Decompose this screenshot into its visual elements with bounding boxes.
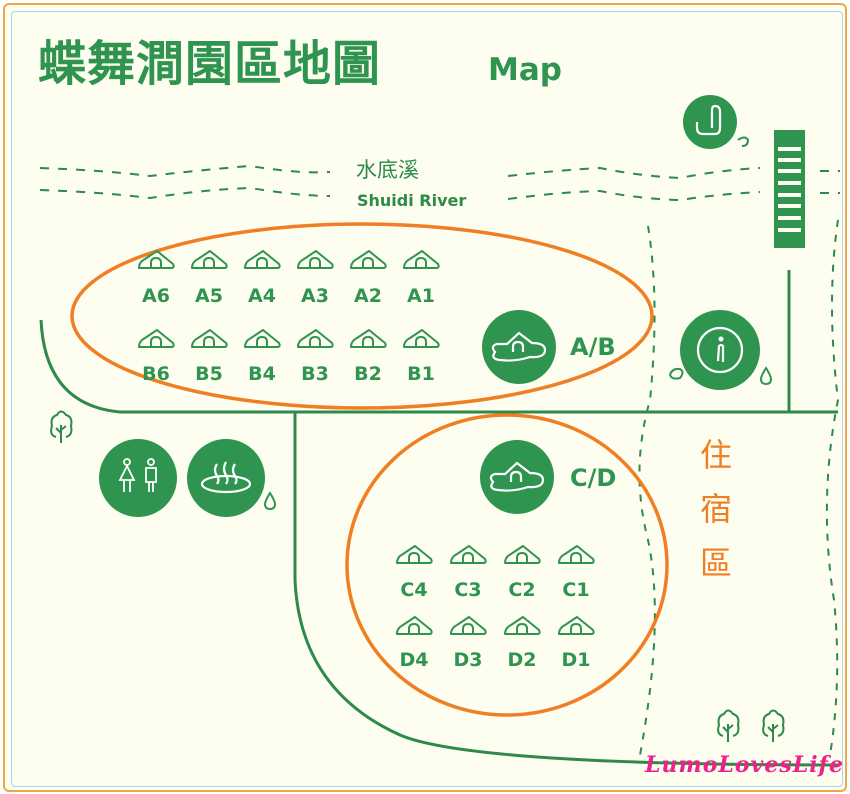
campsite-A4[interactable]: A4 (248, 285, 276, 307)
campsite-B4[interactable]: B4 (248, 363, 276, 385)
campsite-B2[interactable]: B2 (354, 363, 382, 385)
campsite-A5[interactable]: A5 (195, 285, 223, 307)
lodging-area-label: 住 宿 區 (696, 428, 736, 590)
campsite-B3[interactable]: B3 (301, 363, 329, 385)
restroom-icon (99, 439, 177, 517)
campsite-A1[interactable]: A1 (407, 285, 435, 307)
watermark: LumoLovesLife (645, 752, 845, 778)
campsite-C1[interactable]: C1 (562, 579, 590, 601)
camping-zone-cd-icon (480, 440, 554, 514)
lodging-char: 宿 (699, 490, 732, 528)
zone-cd-highlight (345, 413, 669, 717)
river-name-zh: 水底溪 (356, 158, 419, 182)
shower-icon (668, 310, 772, 390)
campsite-B6[interactable]: B6 (142, 363, 170, 385)
campsite-C2[interactable]: C2 (508, 579, 536, 601)
campsite-A2[interactable]: A2 (354, 285, 382, 307)
tree-icon (762, 709, 785, 743)
tree-icon (50, 410, 73, 444)
campsite-D3[interactable]: D3 (453, 649, 483, 671)
river-lines (39, 164, 840, 202)
tree-icon (717, 709, 740, 743)
campsite-B1[interactable]: B1 (407, 363, 435, 385)
river-name-en: Shuidi River (357, 191, 467, 210)
hot-spring-icon (187, 439, 276, 517)
stairs-icon (774, 130, 805, 248)
zone-ab-tents (138, 250, 440, 348)
trail-lines (39, 270, 839, 767)
lodging-char: 住 (699, 436, 732, 474)
zone-ab-highlight (70, 222, 654, 410)
lodging-char: 區 (699, 544, 732, 582)
sink-icon (683, 95, 750, 149)
camping-zone-ab-icon (482, 310, 556, 384)
campsite-D4[interactable]: D4 (399, 649, 429, 671)
campsite-D2[interactable]: D2 (507, 649, 537, 671)
campsite-C3[interactable]: C3 (454, 579, 482, 601)
campsite-A6[interactable]: A6 (142, 285, 170, 307)
campsite-C4[interactable]: C4 (400, 579, 428, 601)
campsite-B5[interactable]: B5 (195, 363, 223, 385)
map-title-en: Map (488, 52, 562, 88)
map-title: 蝶舞澗園區地圖 (38, 36, 382, 92)
campsite-A3[interactable]: A3 (301, 285, 329, 307)
zone-ab-label: A/B (570, 333, 616, 361)
zone-cd-label: C/D (570, 464, 617, 492)
dashed-boundary (638, 219, 840, 756)
map-frame-inner (11, 11, 843, 787)
campsite-D1[interactable]: D1 (561, 649, 591, 671)
